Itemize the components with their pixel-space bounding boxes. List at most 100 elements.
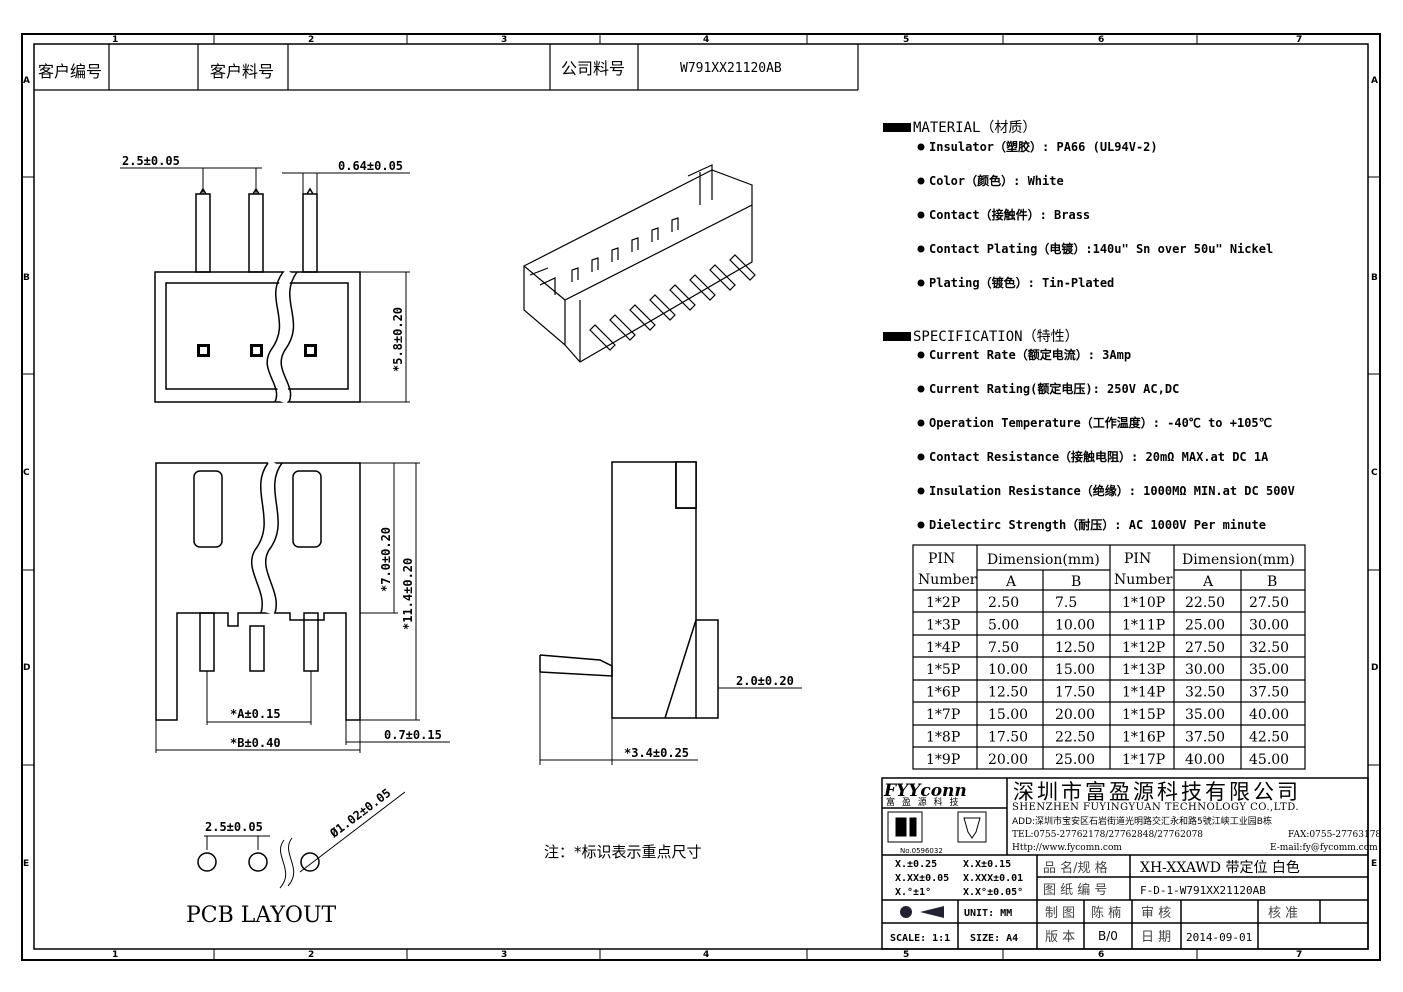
svg-text:A: A: [1005, 574, 1017, 590]
col-label: 1: [112, 950, 118, 960]
svg-text:B: B: [1267, 574, 1277, 590]
row-label: A: [23, 76, 30, 86]
table-cell-dim: 20.00: [988, 752, 1028, 768]
table-cell-dim: 10.00: [1055, 617, 1095, 633]
spec-item: Contact Resistance（接触电阻）: 20mΩ MAX.at DC…: [929, 449, 1269, 464]
front-dims: [155, 462, 450, 753]
material-item: Plating（镀色）: Tin-Plated: [929, 275, 1114, 290]
side-view: [539, 461, 719, 719]
table-cell-dim: 37.50: [1185, 729, 1225, 745]
row-label: C: [1371, 468, 1378, 478]
svg-text:B: B: [1071, 574, 1081, 590]
company-cn: 深圳市富盈源科技有限公司: [1013, 780, 1301, 804]
col-label: 7: [1296, 35, 1302, 45]
col-label: 3: [501, 950, 507, 960]
table-cell-pin: 1*13P: [1122, 662, 1165, 678]
table-cell-dim: 17.50: [988, 729, 1028, 745]
col-label: 7: [1296, 950, 1302, 960]
col-label: 6: [1098, 35, 1104, 45]
svg-text:A: A: [1202, 574, 1214, 590]
drawn-value: 陈 楠: [1091, 905, 1121, 921]
col-label: 4: [703, 950, 709, 960]
table-cell-pin: 1*8P: [926, 729, 960, 745]
bullet-icon: [917, 487, 925, 495]
col-label: 2: [308, 35, 314, 45]
col-label: 1: [112, 35, 118, 45]
table-cell-dim: 30.00: [1249, 617, 1289, 633]
company-tel: TEL:0755-27762178/27762848/27762078: [1012, 830, 1203, 840]
table-cell-dim: 25.00: [1055, 752, 1095, 768]
table-cell-dim: 15.00: [1055, 662, 1095, 678]
row-label: E: [23, 859, 29, 869]
company-http: Http://www.fycomn.com: [1012, 843, 1122, 853]
dim-height-11: *11.4±0.20: [401, 558, 415, 630]
spec-item: Insulation Resistance（绝缘）: 1000MΩ MIN.at…: [929, 483, 1295, 498]
drawing-label: 图 纸 编 号: [1043, 883, 1107, 898]
svg-text:X.X±0.15: X.X±0.15: [963, 859, 1011, 870]
size: SIZE: A4: [970, 933, 1018, 944]
sheet-frame: [21, 33, 1381, 961]
material-item: Contact Plating（电镀）:140u" Sn over 50u" N…: [929, 241, 1273, 256]
table-cell-dim: 7.50: [988, 640, 1019, 656]
dim-side-20: 2.0±0.20: [736, 674, 794, 688]
side-dims: [539, 672, 802, 765]
company-part-label: 公司料号: [561, 59, 625, 78]
col-label: 2: [308, 950, 314, 960]
col-label: 4: [703, 35, 709, 45]
company-address: ADD:深圳市宝安区石岩街道光明路交汇永和路5號江峡工业园B栋: [1012, 815, 1272, 827]
row-label: E: [1371, 859, 1377, 869]
table-cell-pin: 1*5P: [926, 662, 960, 678]
svg-text:X.XXX±0.01: X.XXX±0.01: [963, 873, 1023, 884]
bullet-icon: [917, 385, 925, 393]
table-cell-dim: 45.00: [1249, 752, 1289, 768]
row-label: A: [1371, 76, 1378, 86]
section-marker: [883, 332, 911, 341]
row-label: D: [23, 663, 30, 673]
top-view: [154, 187, 361, 405]
table-cell-dim: 12.50: [988, 685, 1028, 701]
table-cell-pin: 1*4P: [926, 640, 960, 656]
cert-no: No.0596032: [900, 847, 943, 855]
spec-section: SPECIFICATION（特性） Current Rate（额定电流）: 3A…: [883, 329, 1295, 532]
col-label: 3: [501, 35, 507, 45]
note: 注：*标识表示重点尺寸: [544, 843, 702, 861]
dim-offset: 0.7±0.15: [384, 728, 442, 742]
customer-part-label: 客户料号: [210, 62, 274, 81]
table-cell-dim: 37.50: [1249, 685, 1289, 701]
dim-height-side: *5.8±0.20: [391, 307, 405, 372]
table-cell-dim: 15.00: [988, 707, 1028, 723]
name-label: 品 名/规 格: [1043, 860, 1108, 876]
top-dims: [120, 167, 410, 403]
table-cell-dim: 25.00: [1185, 617, 1225, 633]
bullet-icon: [917, 143, 925, 151]
pcb-layout: [197, 791, 406, 889]
drawing-value: F-D-1-W791XX21120AB: [1140, 884, 1266, 897]
front-view: [155, 459, 361, 721]
material-item: Contact（接触件）: Brass: [929, 207, 1090, 222]
dim-pcb-hole: Ø1.02±0.05: [327, 786, 394, 841]
company-fax: FAX:0755-27763178: [1288, 830, 1381, 840]
svg-text:Number: Number: [1114, 572, 1173, 588]
table-cell-pin: 1*10P: [1122, 595, 1165, 611]
svg-text:X.XX±0.05: X.XX±0.05: [895, 873, 949, 884]
svg-text:Dimension(mm): Dimension(mm): [987, 552, 1100, 568]
row-label: B: [1371, 273, 1378, 283]
approve-label: 核 准: [1268, 906, 1298, 921]
table-cell-pin: 1*3P: [926, 617, 960, 633]
dim-pitch: 2.5±0.05: [122, 154, 180, 168]
table-cell-dim: 35.00: [1185, 707, 1225, 723]
company-en: SHENZHEN FUYINGYUAN TECHNOLOGY CO.,LTD.: [1012, 802, 1299, 813]
col-label: 5: [903, 35, 909, 45]
scale: SCALE: 1:1: [890, 933, 950, 944]
table-cell-pin: 1*2P: [926, 595, 960, 611]
table-cell-dim: 40.00: [1249, 707, 1289, 723]
dimension-table: [912, 544, 1306, 770]
dim-pcb-pitch: 2.5±0.05: [205, 820, 263, 834]
row-label: B: [23, 273, 30, 283]
brand-cn: 富 盈 源 科 技: [886, 796, 960, 808]
header-table: [34, 44, 859, 91]
bullet-icon: [917, 279, 925, 287]
svg-text:Number: Number: [918, 572, 977, 588]
dim-height-7: *7.0±0.20: [379, 527, 393, 592]
